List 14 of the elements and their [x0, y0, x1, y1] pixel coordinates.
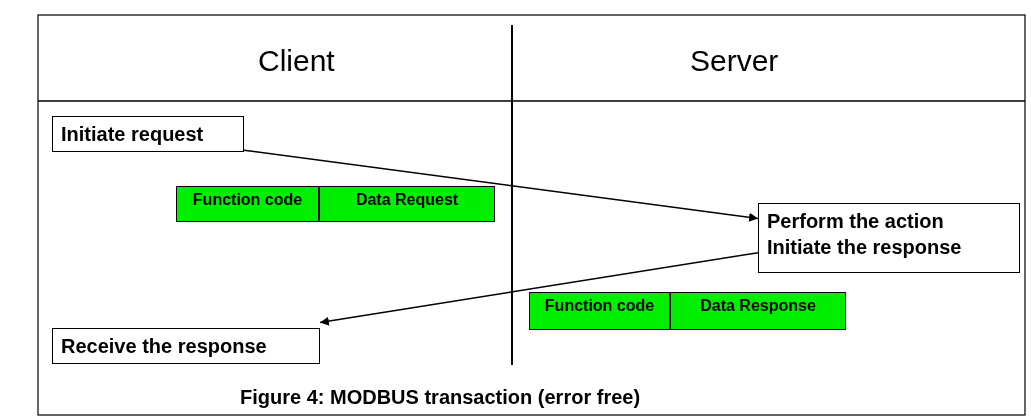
process-box: Initiate request	[52, 116, 244, 152]
step-label: Perform the action	[767, 209, 944, 234]
step-label: Initiate the response	[767, 235, 962, 260]
message-field-box: Data Response	[670, 292, 846, 330]
figure-caption: Figure 4: MODBUS transaction (error free)	[240, 386, 641, 409]
process-box	[758, 203, 1020, 273]
message-field-box: Data Request	[319, 186, 495, 222]
lane-heading: Client	[258, 44, 335, 78]
lane-heading: Server	[690, 44, 779, 78]
message-field-box: Function code	[529, 292, 670, 330]
arrow	[319, 251, 759, 326]
message-field-box: Function code	[176, 186, 319, 222]
process-box: Receive the response	[52, 328, 320, 364]
arrow	[243, 149, 759, 222]
